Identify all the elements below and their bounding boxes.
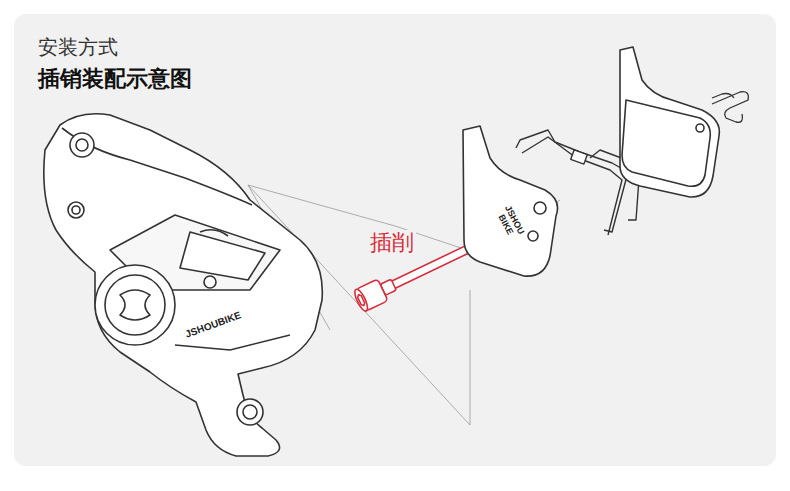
brake-caliper (44, 114, 323, 456)
brake-pad (620, 47, 719, 197)
diagram-title: 插销装配示意图 (38, 66, 192, 91)
brake-pad (463, 126, 558, 276)
section-heading: 安装方式 (38, 36, 118, 59)
panel (14, 14, 776, 466)
retaining-clip (712, 92, 748, 123)
part-name: 插削 (368, 230, 416, 255)
